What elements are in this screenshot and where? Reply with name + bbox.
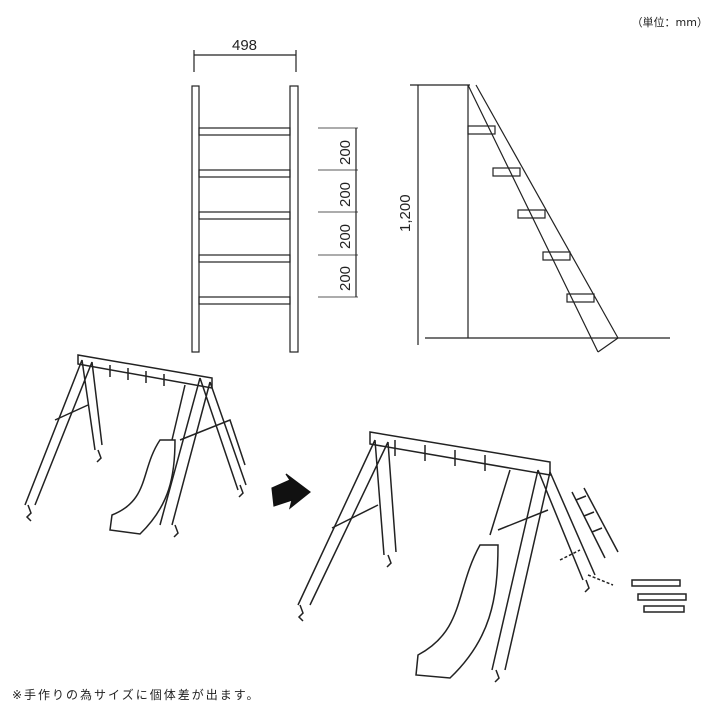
ladder-side-view: 1,200	[397, 84, 670, 353]
handmade-size-note: ※手作りの為サイズに個体差が出ます。	[12, 688, 261, 702]
swing-set-before	[24, 354, 247, 538]
spacing-dimension: 200	[337, 224, 354, 249]
height-dimension: 1,200	[397, 194, 414, 232]
swing-set-after	[297, 431, 687, 683]
arrow-icon	[271, 473, 311, 510]
ladder-front-view: 498 200 200 200 200	[191, 37, 358, 353]
unit-label: （単位：mm）	[631, 16, 708, 29]
spacing-dimension: 200	[337, 266, 354, 291]
spacing-dimension: 200	[337, 182, 354, 207]
width-dimension: 498	[232, 37, 257, 54]
spacing-dimension: 200	[337, 140, 354, 165]
